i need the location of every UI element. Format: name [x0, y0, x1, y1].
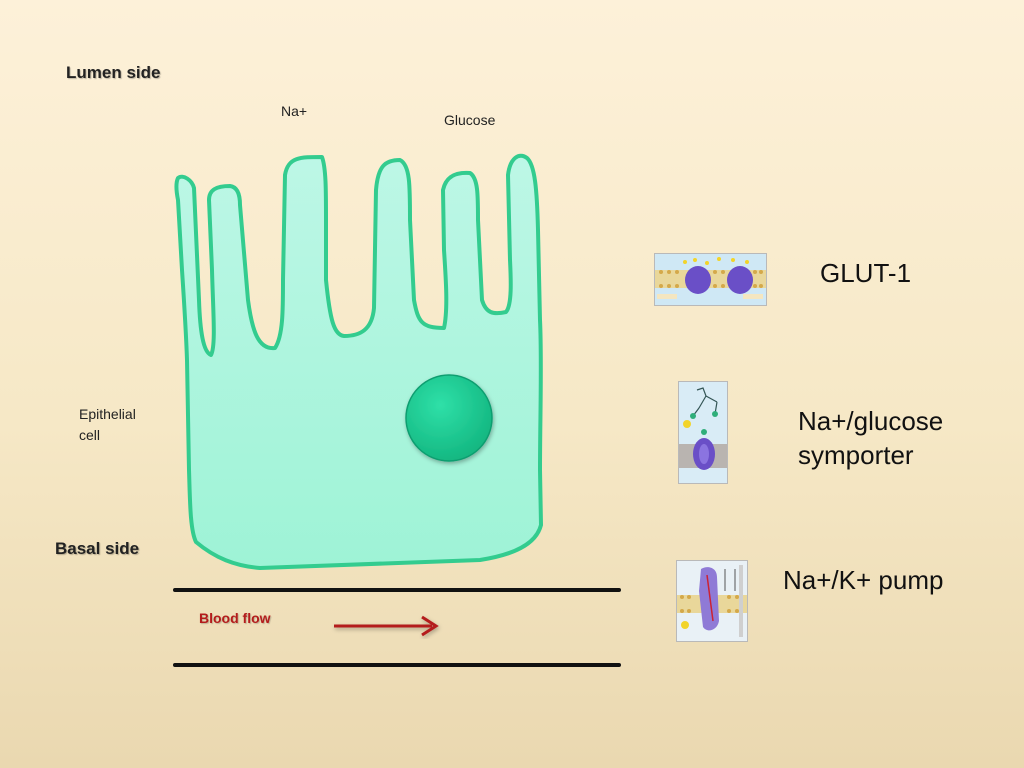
pump-label: Na+/K+ pump: [783, 565, 944, 595]
glut1-label: GLUT-1: [820, 258, 912, 288]
cell-body: [174, 153, 543, 570]
nucleus: [405, 374, 493, 462]
na-k-pump-icon: [676, 560, 748, 642]
basal-side-label: Basal side: [55, 539, 140, 558]
glucose-label: Glucose: [444, 112, 496, 128]
na-glucose-symporter-icon: [678, 381, 728, 484]
na-plus-label: Na+: [281, 103, 308, 119]
blood-flow-label: Blood flow: [199, 610, 271, 626]
blood-flow-arrow: [334, 615, 439, 637]
lumen-side-label: Lumen side: [66, 63, 161, 82]
symporter-label: Na+/glucose symporter: [798, 406, 944, 470]
epithelial-cell-label: Epithelial cell: [79, 406, 136, 443]
glut1-transporter-icon: [654, 253, 767, 306]
